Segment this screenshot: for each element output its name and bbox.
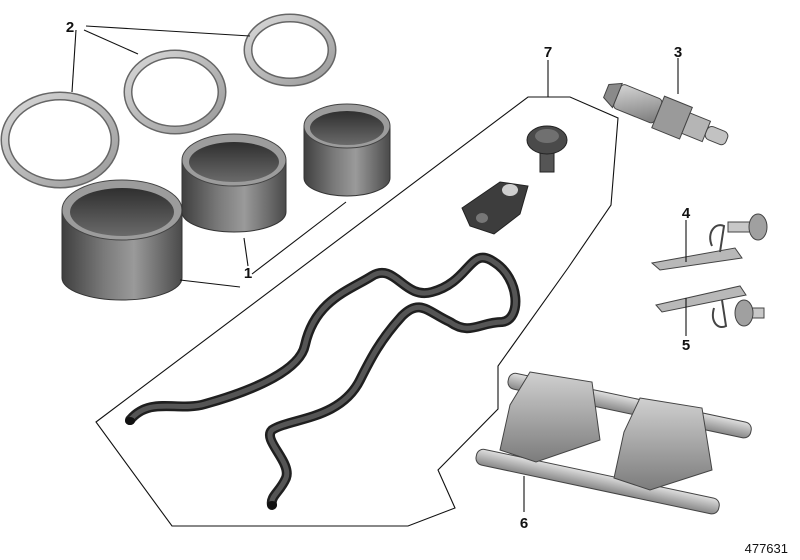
callout-3: 3	[674, 44, 682, 61]
screw-lower	[734, 299, 765, 327]
screw-upper	[727, 213, 768, 241]
callout-7: 7	[544, 44, 552, 61]
piston-sleeve-large	[61, 179, 183, 301]
leader-lines	[71, 25, 687, 512]
bleeder-valve	[603, 82, 729, 146]
document-number: 477631	[744, 541, 788, 556]
pad-spring-lower	[655, 285, 747, 328]
kit-outline	[95, 96, 619, 527]
pad-spring-upper	[650, 224, 743, 271]
sealing-ring-middle	[123, 49, 227, 135]
hose-clamp	[461, 181, 529, 235]
sealing-ring-left	[0, 91, 120, 189]
callout-6: 6	[520, 515, 528, 532]
callout-5: 5	[682, 337, 690, 354]
sealing-ring-right	[243, 13, 337, 87]
retaining-pins-assembly	[475, 371, 752, 515]
brake-hose	[125, 252, 521, 510]
piston-sleeve-small	[303, 103, 391, 197]
callout-2: 2	[66, 19, 74, 36]
piston-sleeve-middle	[181, 133, 287, 233]
flange-bolt	[526, 125, 568, 173]
callout-4: 4	[682, 205, 691, 222]
callout-1: 1	[244, 265, 252, 282]
